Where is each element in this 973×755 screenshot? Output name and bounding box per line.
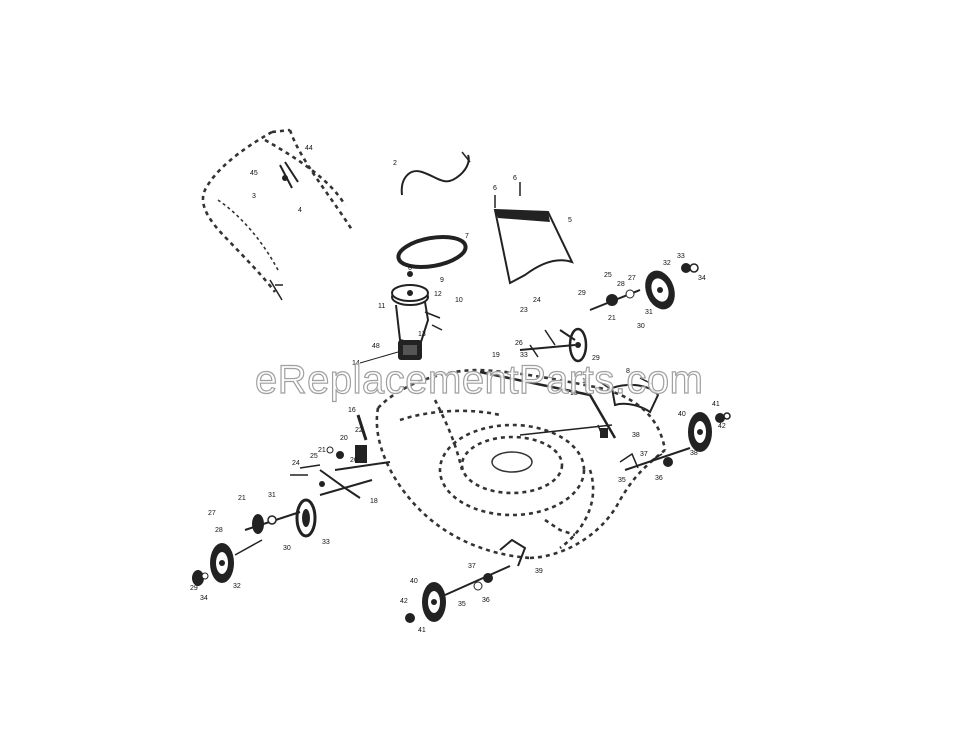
callout-label: 21 [608,315,616,322]
rear-guard: 6 6 5 [493,175,574,285]
callout-label: 4 [298,207,302,214]
callout-label: 13 [418,331,426,338]
drive-belt: 7 [396,233,469,269]
handle-assembly: 44 45 3 4 [201,128,354,301]
callout-label: 18 [370,498,378,505]
rear-axle: 26 29 33 19 17 8 18 [479,327,660,439]
callout-label: 26 [515,340,523,347]
callout-label: 28 [215,527,223,534]
callout-label: 48 [372,343,380,350]
callout-label: 30 [637,323,645,330]
callout-label: 11 [378,303,385,310]
callout-label: 20 [340,435,348,442]
callout-label: 31 [268,492,276,499]
callout-label: 27 [208,510,216,517]
callout-label: 12 [434,291,442,298]
front-left-wheel: 39 37 40 42 41 36 35 [400,538,543,634]
callout-label: 23 [520,307,528,314]
callout-label: 17 [582,378,590,385]
pulley-assembly: 6 9 10 11 12 13 48 14 [352,265,463,367]
callout-label: 41 [418,627,426,634]
callout-label: 35 [458,601,466,608]
callout-label: 3 [252,193,256,200]
callout-label: 42 [718,423,726,430]
callout-label: 41 [712,401,720,408]
callout-label: 40 [678,411,686,418]
callout-label: 37 [640,451,648,458]
callout-label: 33 [677,253,685,260]
callout-label: 24 [292,460,300,467]
callout-label: 33 [322,539,330,546]
left-side-parts: 16 22 20 24 25 21 26 18 [290,407,391,505]
callout-label: 44 [305,145,313,152]
callout-label: 37 [468,563,476,570]
callout-label: 45 [250,170,258,177]
callout-label: 22 [355,427,363,434]
callout-label: 27 [628,275,636,282]
callout-label: 32 [663,260,671,267]
callout-label: 9 [440,277,444,284]
front-right-wheel: 40 41 42 36 35 37 38 [618,401,731,484]
callout-label: 26 [350,457,358,464]
callout-label: 21 [318,447,326,454]
callout-label: 14 [352,360,360,367]
callout-label: 5 [568,217,572,224]
mower-deck: 38 [375,368,667,560]
callout-label: 36 [482,597,490,604]
callout-label: 25 [604,272,612,279]
callout-label: 21 [238,495,246,502]
callout-label: 42 [400,598,408,605]
callout-label: 16 [348,407,356,414]
callout-label: 39 [535,568,543,575]
rear-right-wheel: 25 27 28 29 32 33 34 31 30 21 24 23 [520,253,706,330]
callout-label: 24 [533,297,541,304]
callout-label: 30 [283,545,291,552]
callout-label: 6 [408,265,412,272]
callout-label: 19 [492,352,500,359]
callout-label: 31 [645,309,653,316]
callout-label: 38 [632,432,640,439]
callout-label: 18 [570,390,578,397]
control-cable: 2 [393,151,471,196]
callout-label: 7 [465,233,469,240]
callout-label: 34 [200,595,208,602]
callout-label: 29 [578,290,586,297]
callout-label: 40 [410,578,418,585]
callout-label: 36 [655,475,663,482]
callout-label: 8 [626,368,630,375]
callout-label: 6 [493,185,497,192]
callout-label: 6 [513,175,517,182]
callout-label: 33 [520,352,528,359]
callout-label: 29 [190,585,198,592]
callout-label: 28 [617,281,625,288]
callout-label: 32 [233,583,241,590]
callout-label: 38 [690,450,698,457]
callout-label: 34 [698,275,706,282]
callout-label: 10 [455,297,463,304]
callout-label: 2 [393,160,397,167]
left-rear-wheel: 27 28 21 31 30 33 29 32 34 [190,492,330,602]
callout-label: 25 [310,453,318,460]
callout-label: 29 [592,355,600,362]
callout-label: 35 [618,477,626,484]
